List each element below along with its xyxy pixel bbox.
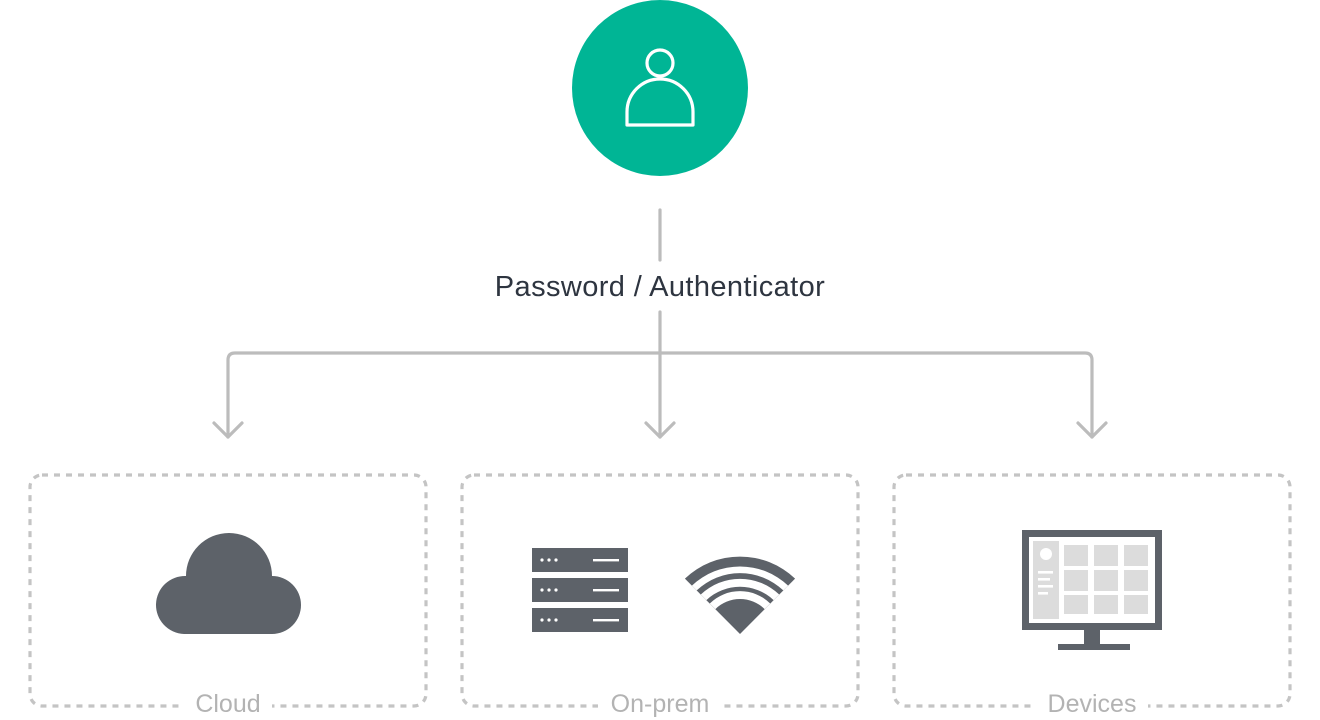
onprem-label: On-prem xyxy=(611,690,710,718)
devices-box xyxy=(892,473,1292,708)
onprem-label-bg xyxy=(598,690,722,720)
flow-label: Password / Authenticator xyxy=(495,271,825,303)
cloud-label-bg xyxy=(184,690,272,720)
monitor-icon xyxy=(1022,530,1162,650)
server-rack-icon xyxy=(532,548,628,632)
arrowhead-onprem xyxy=(644,421,676,439)
cloud-icon xyxy=(155,533,301,634)
connector-lines xyxy=(212,208,1108,439)
arrowhead-devices xyxy=(1076,421,1108,439)
arrowhead-cloud xyxy=(212,421,244,439)
target-boxes xyxy=(28,473,1292,708)
wifi-icon xyxy=(684,556,796,634)
user-icon xyxy=(625,48,695,127)
cloud-box xyxy=(28,473,428,708)
cloud-label: Cloud xyxy=(195,690,260,718)
devices-label: Devices xyxy=(1048,690,1137,718)
connector-branch xyxy=(226,351,1094,439)
devices-label-bg xyxy=(1036,690,1148,720)
user-avatar xyxy=(572,0,748,176)
onprem-box xyxy=(460,473,860,708)
